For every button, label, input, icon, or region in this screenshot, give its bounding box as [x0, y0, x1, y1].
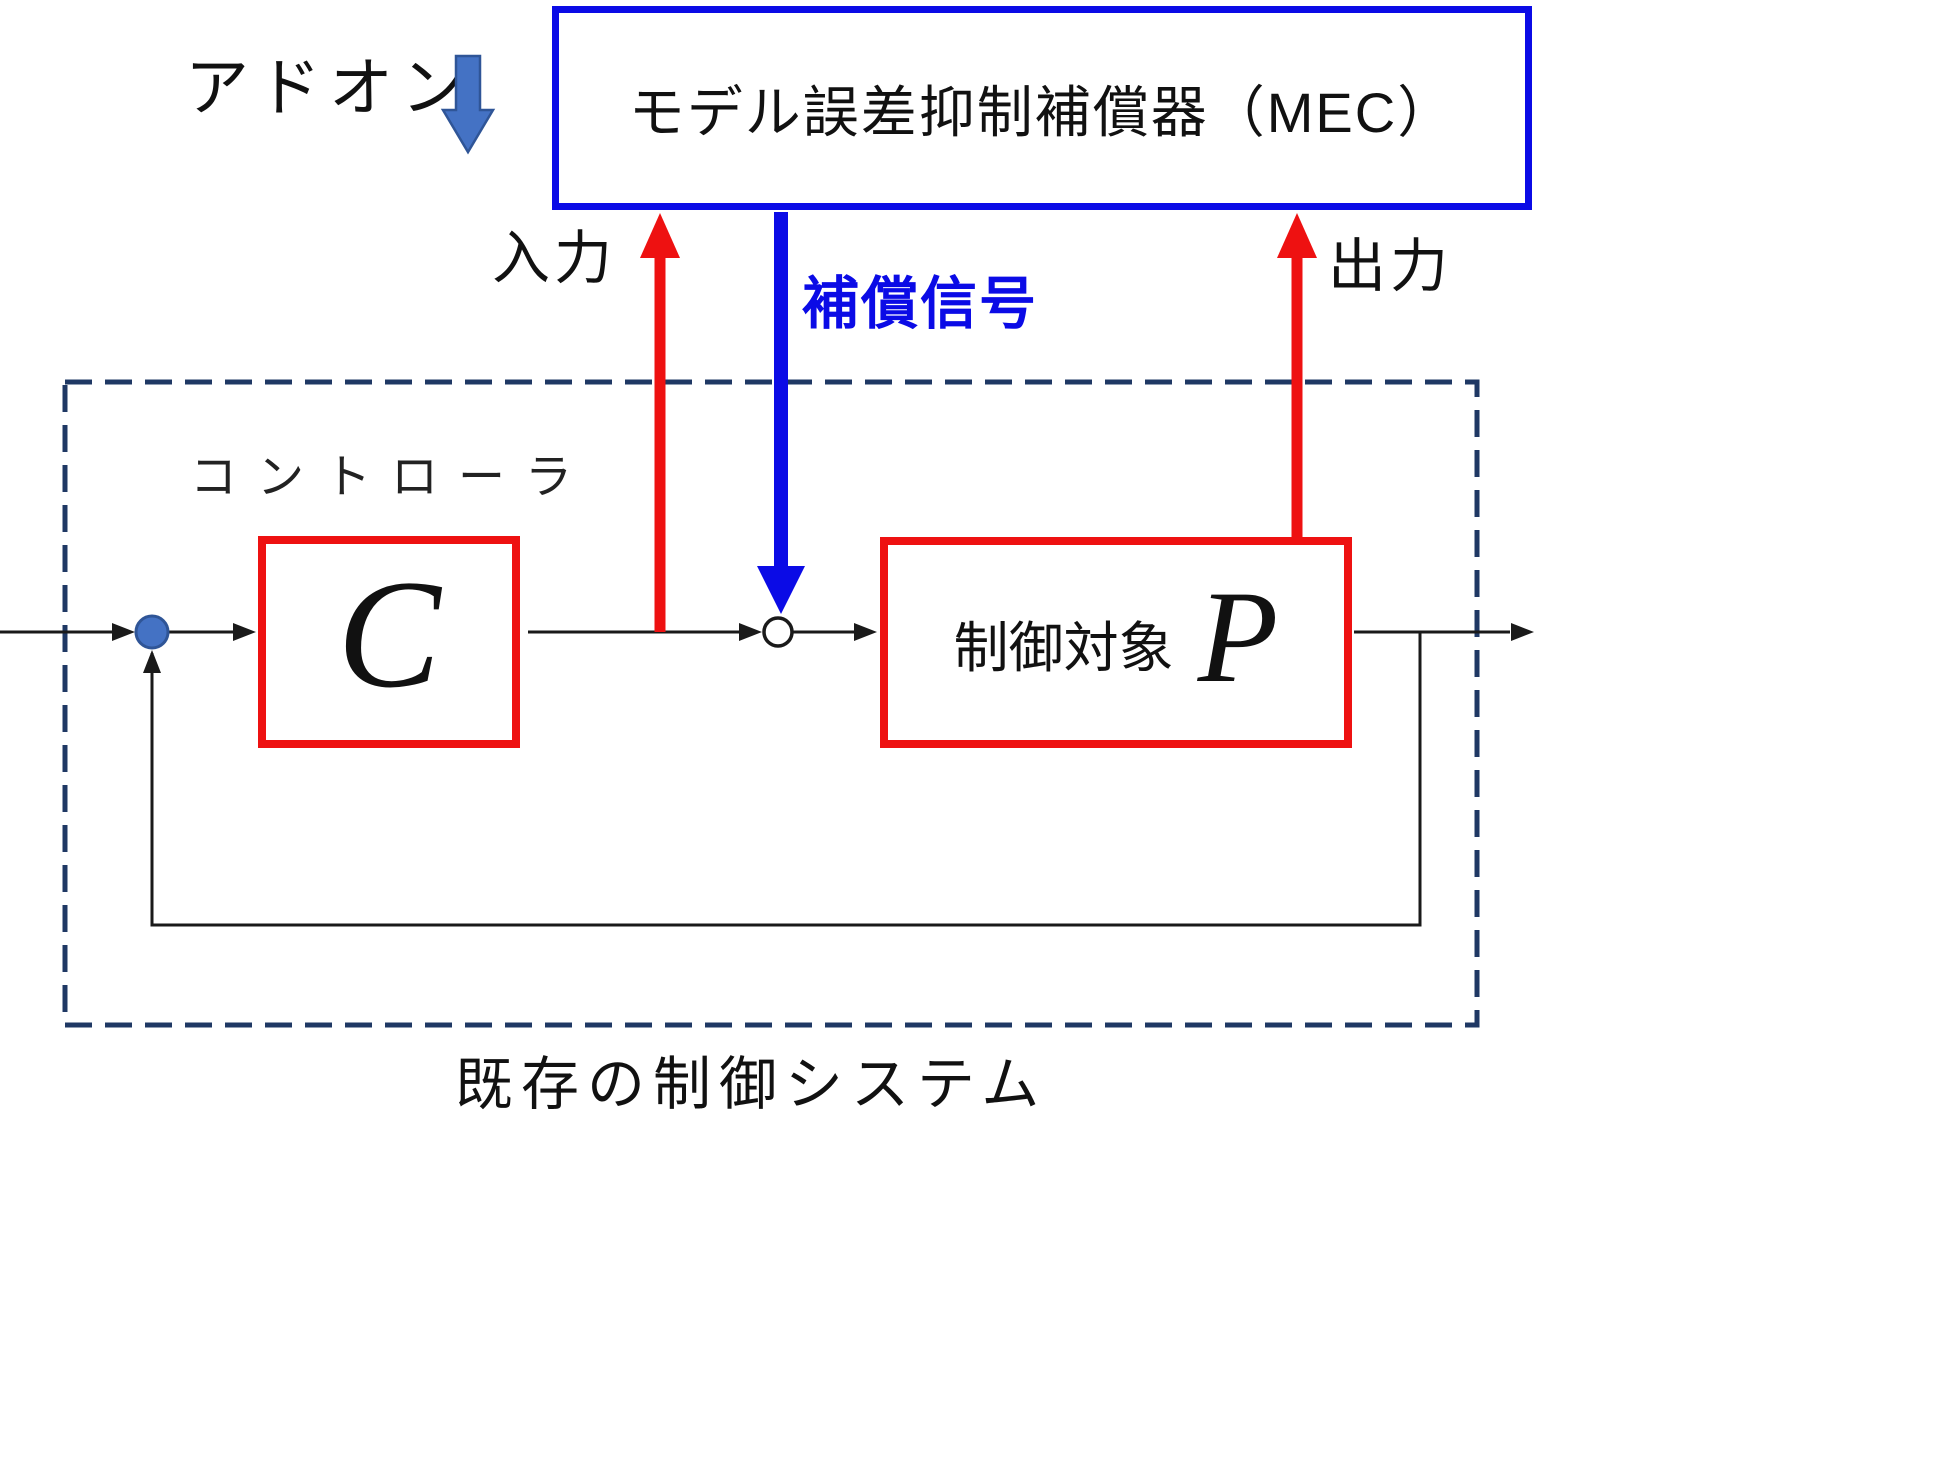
plant-block: 制御対象 P: [880, 537, 1352, 748]
controller-to-junction-arrowhead: [739, 623, 762, 641]
controller-caption: コントローラ: [190, 450, 592, 503]
feedback-arrowhead: [143, 650, 161, 673]
junction-to-plant-arrowhead: [854, 623, 877, 641]
output-arrow-label: 出力: [1328, 234, 1453, 299]
plant-label: 制御対象: [953, 616, 1174, 679]
mec-block: モデル誤差抑制補償器（MEC）: [552, 6, 1532, 210]
feedback-summing-point: [134, 614, 170, 650]
reference-input-arrowhead: [112, 623, 135, 641]
compensation-arrowhead: [757, 566, 805, 614]
controller-block: C: [258, 536, 520, 748]
addon-label: アドオン: [185, 52, 473, 124]
input-tap-arrowhead: [640, 213, 680, 258]
input-arrow-label: 入力: [492, 226, 617, 291]
compensation-signal-label: 補償信号: [802, 272, 1038, 336]
existing-system-caption: 既存の制御システム: [455, 1052, 1048, 1117]
controller-symbol: C: [337, 547, 441, 720]
sum-to-controller-arrowhead: [233, 623, 256, 641]
mec-block-label: モデル誤差抑制補償器（MEC）: [628, 80, 1456, 144]
compensation-summing-junction: [762, 616, 794, 648]
plant-output-arrowhead: [1511, 623, 1534, 641]
output-tap-arrowhead: [1277, 213, 1317, 258]
plant-symbol: P: [1197, 562, 1279, 710]
